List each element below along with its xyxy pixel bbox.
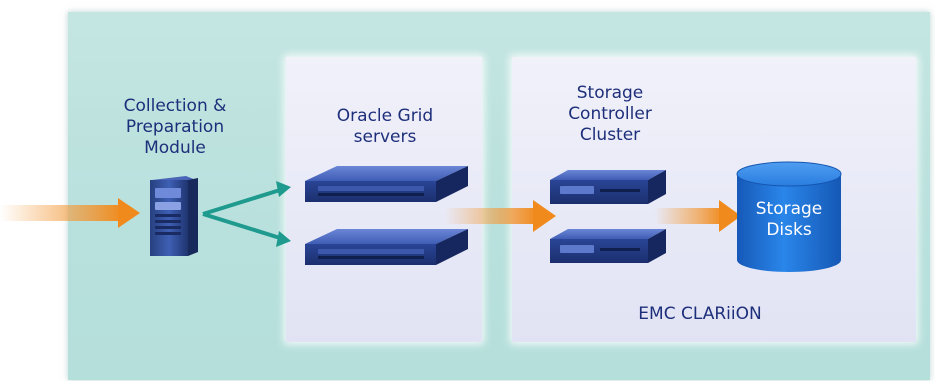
collection-server-tower-icon — [150, 176, 198, 256]
storage-controller-label: Storage Controller Cluster — [568, 83, 652, 145]
oracle-server-1-icon — [305, 166, 468, 202]
oracle-grid-label: Oracle Grid servers — [336, 106, 434, 147]
emc-clariion-label: EMC CLARiiON — [638, 304, 762, 324]
input-arrow — [0, 198, 140, 228]
storage-controller-1-icon — [550, 170, 666, 204]
grid-to-controller-arrow — [445, 200, 556, 232]
controller-to-disk-arrow — [655, 200, 741, 232]
storage-disks-cylinder-icon — [736, 161, 842, 272]
collection-module-label: Collection & Preparation Module — [123, 96, 227, 158]
storage-disks-label: Storage Disks — [755, 199, 823, 240]
oracle-server-2-icon — [305, 229, 468, 265]
distribution-arrows — [202, 181, 291, 247]
storage-controller-2-icon — [550, 229, 666, 263]
